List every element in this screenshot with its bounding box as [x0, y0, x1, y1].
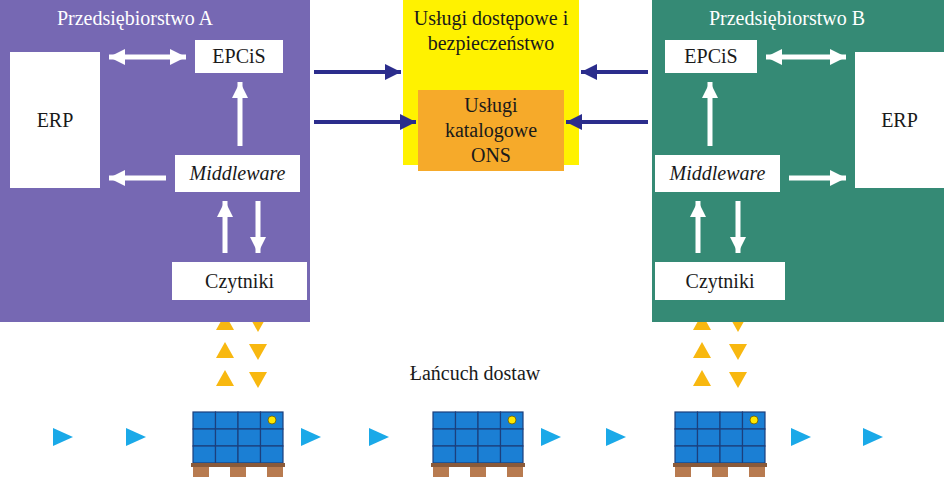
- carton: [433, 429, 456, 446]
- pallet-foot: [193, 467, 209, 477]
- carton: [698, 446, 721, 463]
- flow-arrow: [791, 428, 811, 446]
- box-label: Czytniki: [205, 269, 274, 294]
- connector-arrow: [314, 120, 416, 124]
- rfid-tag: [508, 416, 516, 424]
- connector-arrow: [581, 70, 648, 74]
- flow-arrow: [301, 428, 321, 446]
- carton: [193, 412, 216, 429]
- pallet-foot: [507, 467, 523, 477]
- carton: [433, 446, 456, 463]
- pallet-deck: [673, 463, 767, 467]
- carton: [743, 412, 766, 429]
- carton: [478, 412, 501, 429]
- erp-box: ERP: [855, 52, 944, 188]
- pallet: [191, 412, 285, 477]
- signal-arrow: [249, 344, 267, 360]
- carton: [501, 429, 524, 446]
- epcis-box: EPCiS: [665, 40, 757, 73]
- pallet: [673, 412, 767, 477]
- panel-heading: Przedsiębiorstwo B: [682, 6, 892, 31]
- pallet: [431, 412, 525, 477]
- box-label: ERP: [37, 108, 74, 133]
- carton: [238, 412, 261, 429]
- carton: [433, 412, 456, 429]
- reader-box: Czytniki: [655, 262, 785, 300]
- carton: [675, 446, 698, 463]
- pallet-foot: [675, 467, 691, 477]
- carton: [698, 412, 721, 429]
- directory-service-box: Usługi katalogowe ONS: [418, 90, 564, 171]
- middleware-box: Middleware: [655, 155, 780, 192]
- pallet-deck: [431, 463, 525, 467]
- carton: [478, 446, 501, 463]
- box-label: EPCiS: [212, 44, 265, 69]
- signal-arrow: [729, 372, 747, 388]
- box-label: EPCiS: [684, 44, 737, 69]
- erp-box: ERP: [10, 52, 100, 188]
- carton: [261, 412, 284, 429]
- carton: [720, 412, 743, 429]
- panel-heading: Usługi dostępowe i bezpieczeństwo: [413, 6, 569, 56]
- carton: [456, 429, 479, 446]
- signal-arrow: [729, 344, 747, 360]
- signal-arrow: [249, 372, 267, 388]
- signal-arrow: [216, 370, 234, 386]
- carton: [720, 429, 743, 446]
- signal-arrow: [216, 342, 234, 358]
- pallet-foot: [712, 467, 728, 477]
- service-panel: Usługi katalogowe ONS Usługi dostępowe i …: [403, 0, 579, 165]
- middleware-box: Middleware: [175, 155, 300, 192]
- carton: [720, 446, 743, 463]
- signal-arrow: [693, 342, 711, 358]
- rfid-tag: [750, 416, 758, 424]
- carton: [238, 446, 261, 463]
- box-label: Middleware: [670, 161, 766, 186]
- carton: [698, 429, 721, 446]
- carton: [743, 446, 766, 463]
- carton: [743, 429, 766, 446]
- flow-arrow: [369, 428, 389, 446]
- panel-heading: Przedsiębiorstwo A: [40, 6, 230, 31]
- pallet-foot: [749, 467, 765, 477]
- pallet-deck: [191, 463, 285, 467]
- epcis-box: EPCiS: [195, 40, 283, 73]
- carton: [501, 446, 524, 463]
- carton: [456, 446, 479, 463]
- pallet-foot: [470, 467, 486, 477]
- signal-arrow: [693, 370, 711, 386]
- carton: [456, 412, 479, 429]
- enterprise-panel: ERP EPCiS MiddlewareCzytniki Przedsiębiorst…: [0, 0, 310, 322]
- pallet-foot: [230, 467, 246, 477]
- box-label: Czytniki: [686, 269, 755, 294]
- enterprise-panel: EPCiS ERP MiddlewareCzytniki Przedsiębiorst…: [652, 0, 944, 322]
- pallet-foot: [433, 467, 449, 477]
- flow-arrow: [606, 428, 626, 446]
- carton: [216, 446, 239, 463]
- carton: [478, 429, 501, 446]
- box-label: Usługi katalogowe ONS: [418, 93, 564, 168]
- carton: [261, 446, 284, 463]
- flow-arrow: [53, 428, 73, 446]
- rfid-tag: [268, 416, 276, 424]
- flow-arrow: [863, 428, 883, 446]
- pallet-foot: [267, 467, 283, 477]
- carton: [238, 429, 261, 446]
- carton: [193, 446, 216, 463]
- flow-arrow: [541, 428, 561, 446]
- carton: [193, 429, 216, 446]
- carton: [216, 412, 239, 429]
- carton: [501, 412, 524, 429]
- flow-arrow: [126, 428, 146, 446]
- connector-arrow: [314, 70, 401, 74]
- box-label: Middleware: [190, 161, 286, 186]
- carton: [261, 429, 284, 446]
- carton: [675, 412, 698, 429]
- chain-label: Łańcuch dostaw: [380, 362, 570, 385]
- carton: [675, 429, 698, 446]
- box-label: ERP: [881, 108, 918, 133]
- reader-box: Czytniki: [172, 262, 307, 300]
- carton: [216, 429, 239, 446]
